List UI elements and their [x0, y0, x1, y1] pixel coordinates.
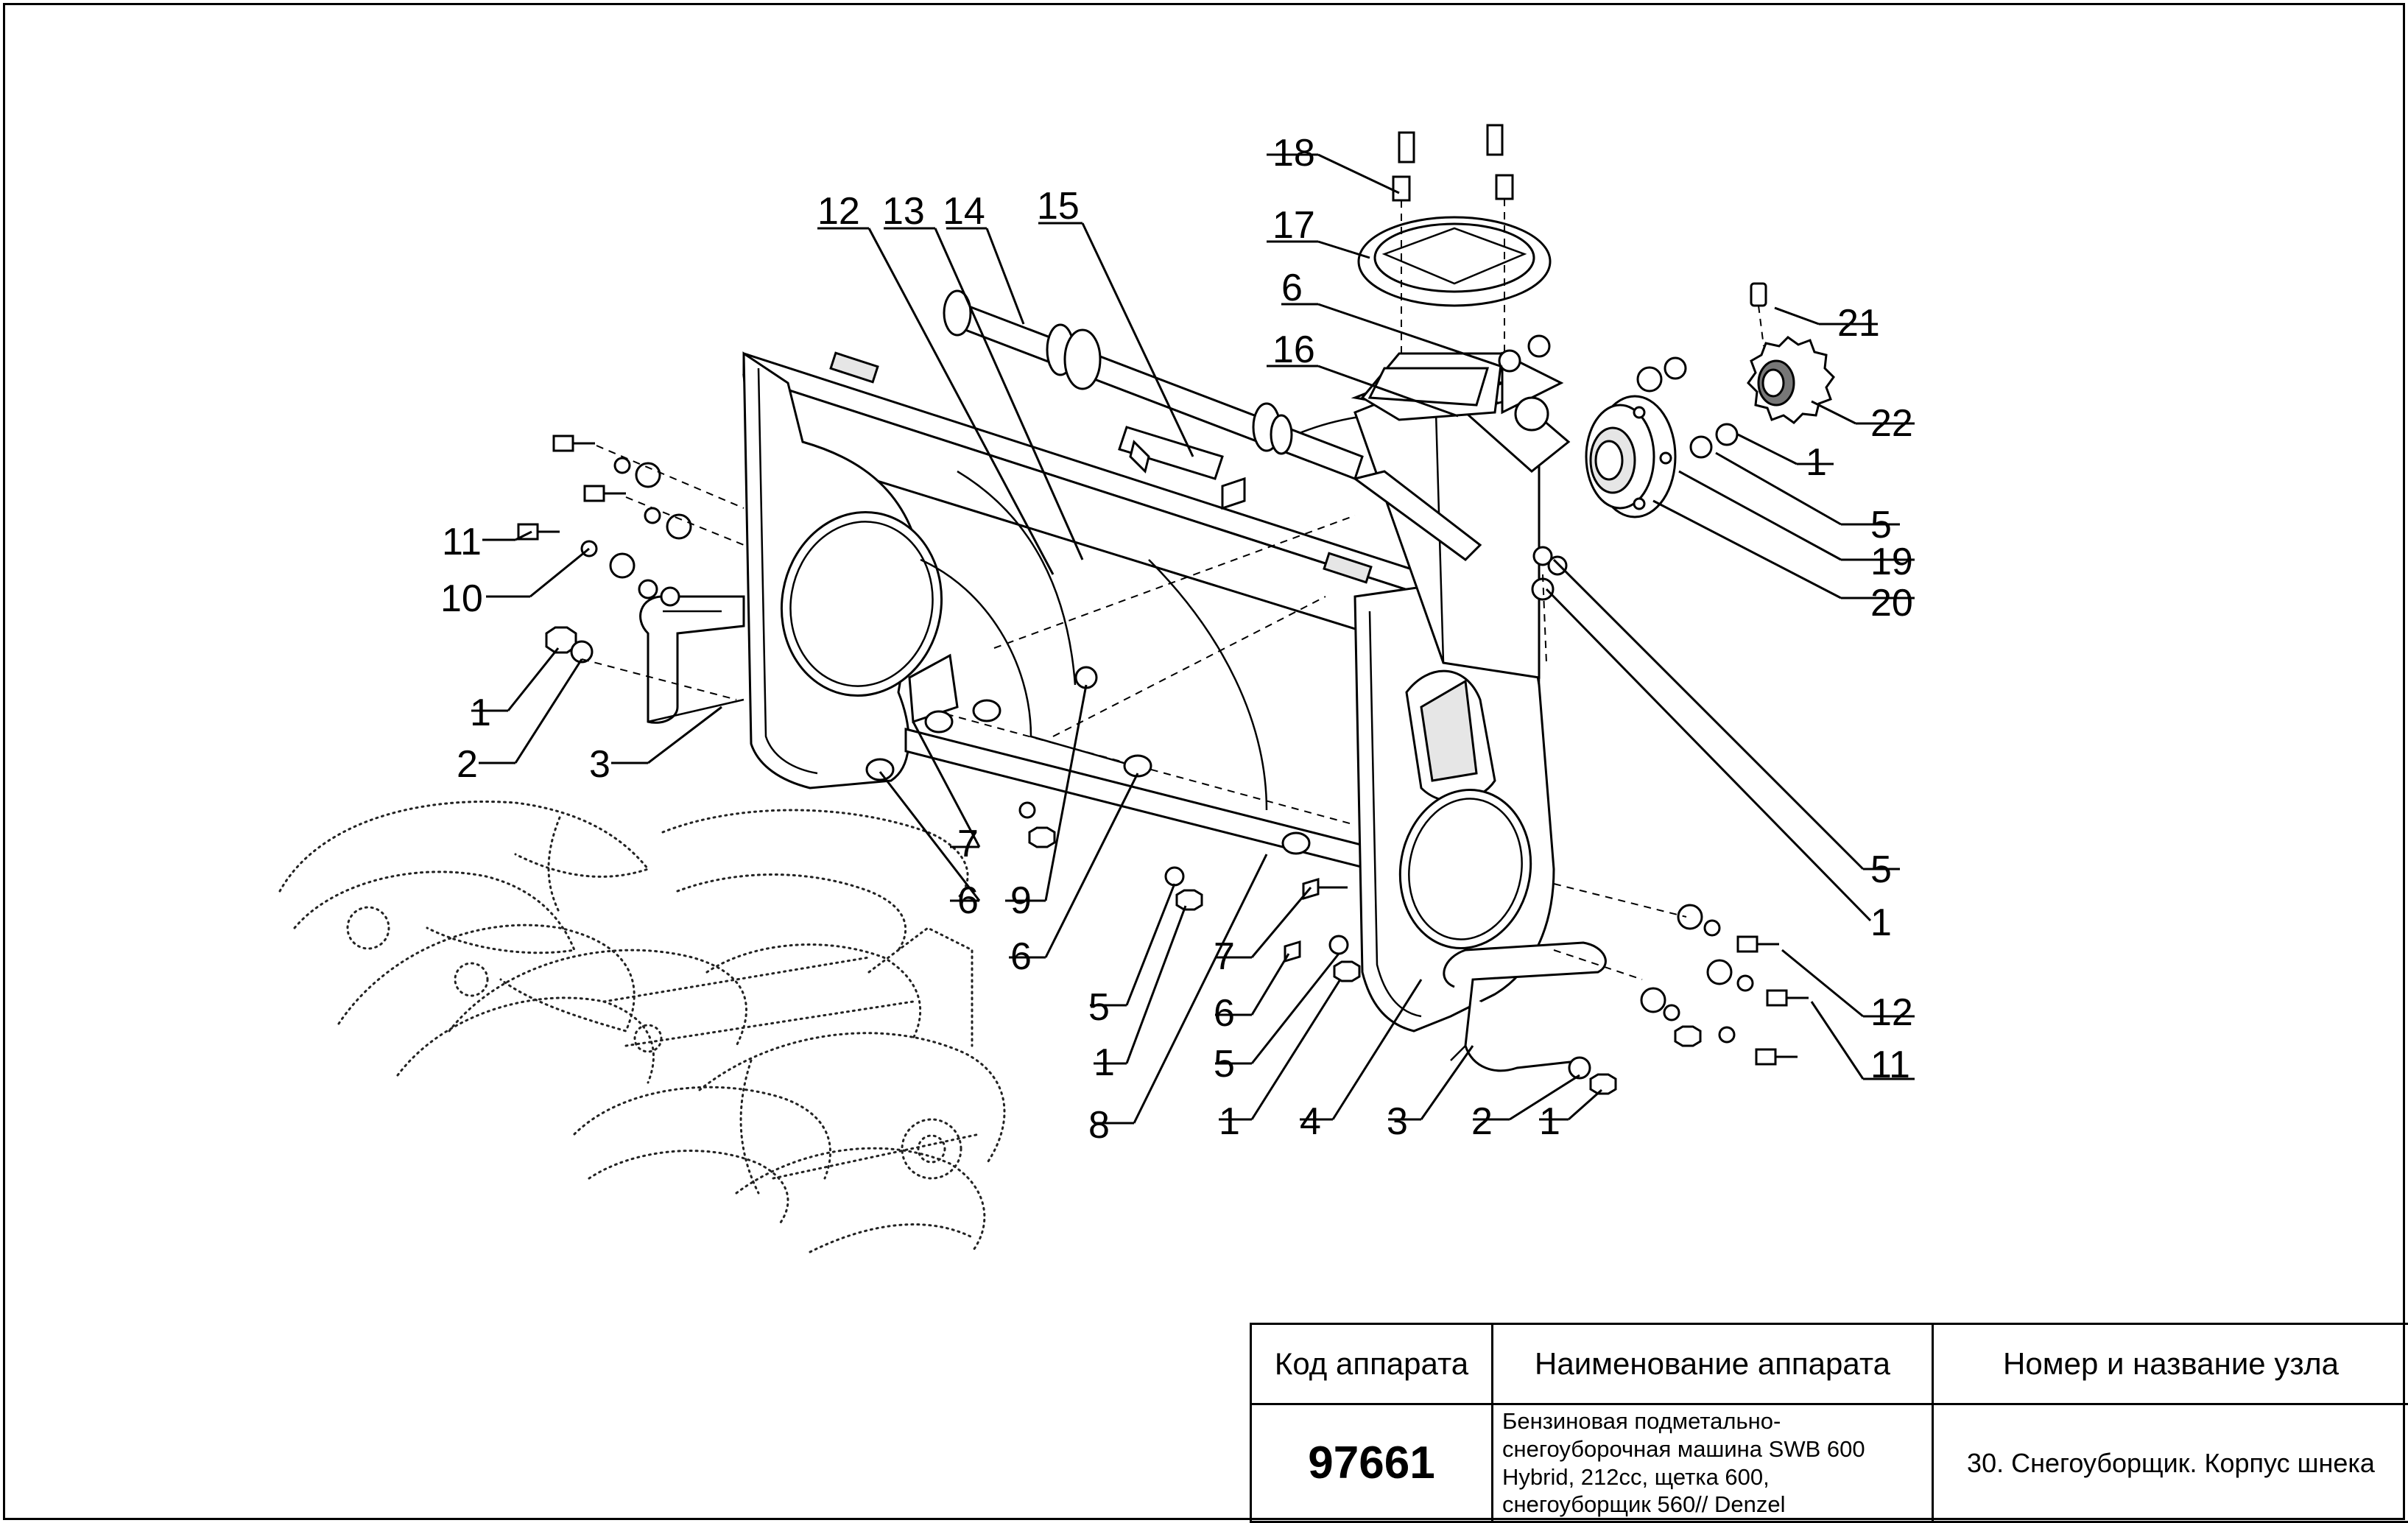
callout-9: 9 [1010, 879, 1032, 922]
drive-shaft [943, 289, 1364, 510]
callout-5-right-low: 5 [1214, 1043, 1235, 1086]
callout-1-right-bottom: 1 [1539, 1100, 1560, 1143]
title-block: Код аппарата Наименование аппарата Номер… [1250, 1323, 2408, 1523]
callout-10: 10 [440, 577, 483, 620]
sprocket [1747, 282, 1835, 424]
callout-3-right: 3 [1387, 1100, 1408, 1143]
apparatus-name-line-1: Бензиновая подметально- [1502, 1407, 1781, 1434]
fasteners [517, 356, 1809, 1095]
apparatus-name: Бензиновая подметально- снегоуборочная м… [1491, 1403, 1934, 1523]
callout-4: 4 [1300, 1100, 1321, 1143]
drawing-frame [3, 3, 2405, 1520]
callout-18: 18 [1272, 132, 1315, 175]
callouts: 18 17 6 16 12 13 14 15 21 22 1 5 19 20 5… [440, 132, 1915, 1147]
callout-7-right: 7 [1214, 935, 1235, 978]
right-skid [1443, 941, 1607, 1072]
callout-5-right: 5 [1870, 848, 1892, 891]
apparatus-name-line-2: снегоуборочная машина SWB 600 [1502, 1435, 1865, 1462]
callout-19: 19 [1870, 541, 1913, 583]
callout-5-top: 5 [1870, 504, 1892, 546]
header-code: Код аппарата [1250, 1323, 1493, 1405]
apparatus-name-line-3: Hybrid, 212cc, щетка 600, [1502, 1463, 1770, 1490]
callout-1-top: 1 [1806, 441, 1827, 484]
auger-housing [742, 351, 1571, 1033]
header-unit: Номер и название узла [1932, 1323, 2408, 1405]
callout-7-left: 7 [957, 823, 979, 865]
header-name: Наименование аппарата [1491, 1323, 1934, 1405]
callout-15: 15 [1037, 185, 1080, 228]
callout-6-right: 6 [1214, 992, 1235, 1035]
callout-6-mid: 6 [1010, 935, 1032, 978]
callout-20: 20 [1870, 582, 1913, 625]
apparatus-code: 97661 [1250, 1403, 1493, 1523]
apparatus-name-line-4: снегоуборщик 560// Denzel [1502, 1491, 1786, 1518]
callout-16: 16 [1272, 328, 1315, 371]
callout-2-left: 2 [457, 743, 478, 786]
flange-bearing [1585, 395, 1677, 518]
callout-1-right-low: 1 [1219, 1100, 1240, 1143]
callout-12-top: 12 [817, 190, 860, 233]
callout-11-left: 11 [442, 521, 482, 563]
callout-5-mid: 5 [1088, 986, 1110, 1029]
callout-1-right: 1 [1870, 901, 1892, 944]
callout-1-mid: 1 [1094, 1041, 1115, 1084]
callout-12-right: 12 [1870, 991, 1913, 1034]
callout-1-left: 1 [470, 692, 491, 734]
callout-17: 17 [1272, 204, 1315, 247]
callout-21: 21 [1837, 302, 1880, 345]
unit-name: 30. Снегоуборщик. Корпус шнека [1932, 1403, 2408, 1523]
callout-3-left: 3 [589, 743, 610, 786]
callout-14: 14 [943, 190, 985, 233]
callout-22: 22 [1870, 402, 1913, 445]
callout-8: 8 [1088, 1104, 1110, 1147]
callout-2-right: 2 [1471, 1100, 1493, 1143]
callout-11-right: 11 [1870, 1044, 1910, 1086]
callout-6-left: 6 [957, 879, 979, 922]
callout-13: 13 [882, 190, 925, 233]
auger-ghost [278, 801, 1006, 1253]
chute-ring [1357, 124, 1564, 432]
left-skid [639, 595, 745, 724]
callout-6: 6 [1281, 267, 1303, 309]
